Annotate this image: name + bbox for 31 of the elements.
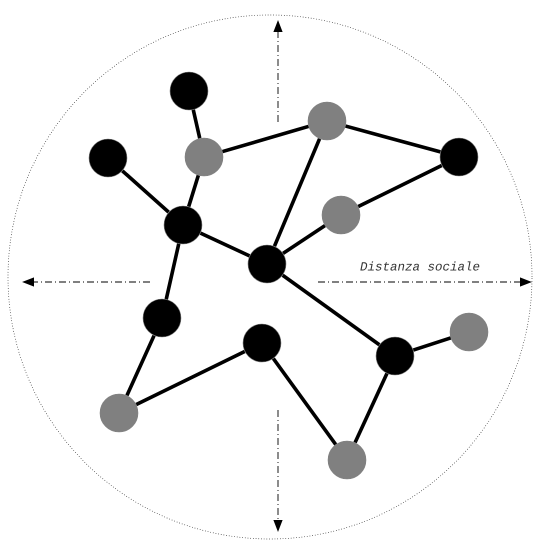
connector-line bbox=[353, 372, 389, 444]
network-node bbox=[242, 324, 282, 362]
connector-line bbox=[121, 170, 170, 214]
connector-line bbox=[200, 232, 250, 258]
network-node bbox=[440, 138, 478, 176]
network-node bbox=[308, 102, 346, 140]
network-node bbox=[376, 336, 414, 376]
connector-line bbox=[136, 350, 246, 406]
network-node bbox=[248, 244, 286, 284]
connector-line bbox=[358, 164, 442, 208]
network-node bbox=[328, 440, 366, 480]
connector-line bbox=[282, 224, 326, 255]
network-node bbox=[322, 196, 360, 234]
network-node bbox=[184, 138, 224, 176]
network-node bbox=[164, 206, 202, 244]
connector-line bbox=[412, 336, 452, 352]
connector-line bbox=[222, 124, 309, 154]
connector-line bbox=[192, 109, 202, 139]
axis-label: Distanza sociale bbox=[360, 261, 480, 271]
network-node bbox=[100, 394, 138, 432]
connector-line bbox=[164, 243, 180, 300]
network-node bbox=[142, 298, 182, 338]
network-node bbox=[170, 72, 208, 110]
network-node bbox=[450, 312, 488, 352]
network-node bbox=[88, 138, 128, 178]
connector-line bbox=[186, 174, 200, 208]
connector-line bbox=[282, 274, 380, 346]
connector-line bbox=[272, 138, 322, 247]
connector-line bbox=[125, 334, 156, 396]
connector-line bbox=[345, 124, 441, 154]
connector-line bbox=[272, 358, 338, 446]
